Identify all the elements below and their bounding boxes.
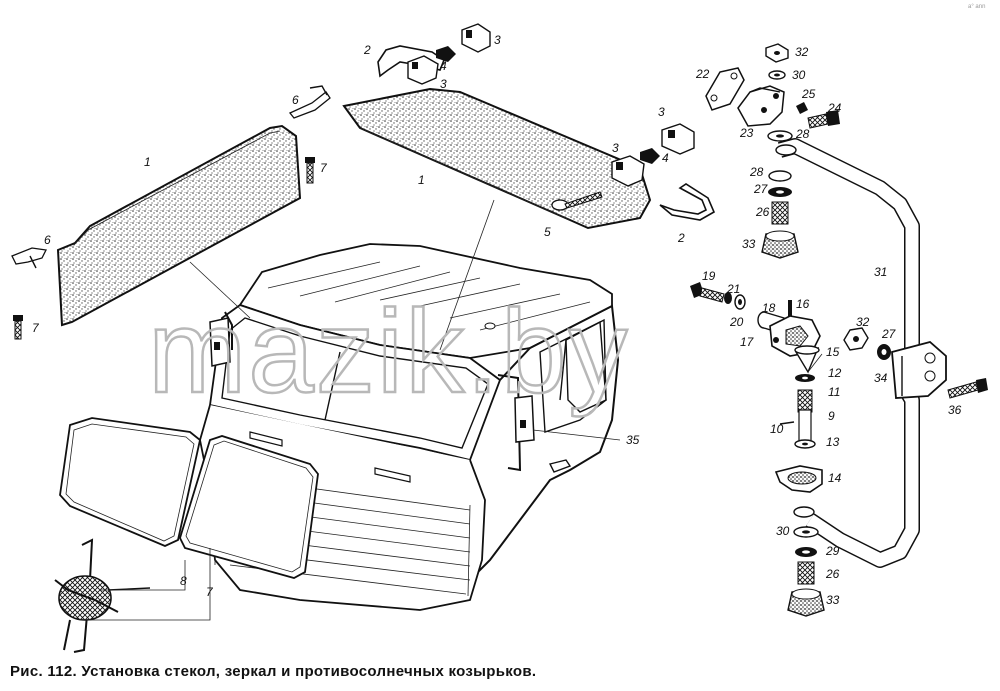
label-1-right: 1 — [418, 173, 425, 187]
corner-mark: a° ann — [968, 4, 986, 10]
label-16: 16 — [796, 297, 810, 311]
label-8: 8 — [180, 574, 187, 588]
label-3-top-a: 3 — [494, 33, 501, 47]
figure-caption: Рис. 112. Установка стекол, зеркал и про… — [10, 663, 537, 680]
label-7-top: 7 — [320, 161, 328, 175]
label-3-right-a: 3 — [658, 105, 665, 119]
label-35: 35 — [626, 433, 640, 447]
right-sun-visor — [342, 87, 652, 230]
label-27-top: 27 — [753, 182, 769, 196]
label-32-top: 32 — [795, 45, 809, 59]
label-27-mid: 27 — [881, 327, 897, 341]
visor-clip-3-4-right — [611, 123, 695, 187]
hinge-nut-32-top — [765, 43, 789, 80]
label-32-mid: 32 — [856, 315, 870, 329]
label-7-low: 7 — [206, 585, 214, 599]
label-1-left: 1 — [144, 155, 151, 169]
mirror-bracket-35 — [209, 311, 535, 472]
label-25: 25 — [801, 87, 816, 101]
pivot-cone-15 — [794, 345, 820, 374]
label-28-b: 28 — [749, 165, 764, 179]
glass-seal-profile — [54, 538, 151, 653]
label-14: 14 — [828, 471, 842, 485]
label-36: 36 — [948, 403, 962, 417]
hinge-plate-22 — [705, 67, 745, 111]
label-10: 10 — [770, 422, 784, 436]
pivot-bracket-14 — [774, 465, 823, 493]
label-33-low: 33 — [826, 593, 840, 607]
glass-leader-lines — [80, 548, 211, 621]
label-31: 31 — [874, 265, 887, 279]
label-29: 29 — [825, 544, 840, 558]
nut-washer-32-27 — [843, 327, 891, 360]
label-24: 24 — [827, 101, 842, 115]
label-4-right: 4 — [662, 151, 669, 165]
label-26-top: 26 — [755, 205, 770, 219]
label-6-top: 6 — [292, 93, 299, 107]
pivot-stack-9-13 — [779, 374, 816, 449]
hinge-stack-26-33 — [761, 130, 799, 259]
label-12: 12 — [828, 366, 842, 380]
hinge-bolt-24-25 — [796, 102, 840, 129]
label-20: 20 — [729, 315, 744, 329]
left-visor-bracket-6 — [11, 85, 331, 269]
part-number-labels: 2 3 4 3 6 7 1 1 3 3 4 5 2 6 7 22 32 30 2… — [32, 33, 962, 607]
clamp-bolt-36 — [947, 378, 988, 399]
watermark: mazik.by — [148, 286, 630, 418]
label-2-right: 2 — [677, 231, 685, 245]
label-30-top: 30 — [792, 68, 806, 82]
label-17: 17 — [740, 335, 755, 349]
windshield-glass-7 — [179, 435, 319, 579]
label-28-a: 28 — [795, 127, 810, 141]
label-13: 13 — [826, 435, 840, 449]
label-11: 11 — [828, 385, 840, 399]
hinge-bracket-23 — [737, 85, 785, 127]
leader-lines — [189, 199, 823, 441]
label-34: 34 — [874, 371, 888, 385]
label-9: 9 — [828, 409, 835, 423]
label-30-low: 30 — [776, 524, 790, 538]
windshield-glass-8 — [59, 417, 201, 547]
label-4-top: 4 — [440, 59, 447, 73]
label-3-right-b: 3 — [612, 141, 619, 155]
label-23: 23 — [739, 126, 754, 140]
visor-clip-3-4-top — [407, 23, 491, 85]
pivot-bolt-19-21 — [690, 282, 746, 310]
label-33-top: 33 — [742, 237, 756, 251]
label-21: 21 — [726, 282, 740, 296]
left-sun-visor — [56, 124, 302, 327]
lower-stack-26-33 — [787, 526, 825, 617]
label-15: 15 — [826, 345, 840, 359]
label-7-left: 7 — [32, 321, 40, 335]
bar-clamp-34 — [891, 341, 947, 399]
label-5: 5 — [544, 225, 551, 239]
label-22: 22 — [695, 67, 710, 81]
label-2-top: 2 — [363, 43, 371, 57]
label-3-top-b: 3 — [440, 77, 447, 91]
left-visor-screw-7 — [13, 157, 315, 340]
visor-rod-2-right — [659, 183, 716, 221]
label-19: 19 — [702, 269, 716, 283]
label-6-left: 6 — [44, 233, 51, 247]
label-18: 18 — [762, 301, 776, 315]
visor-pin-5 — [551, 191, 603, 211]
label-26-low: 26 — [825, 567, 840, 581]
